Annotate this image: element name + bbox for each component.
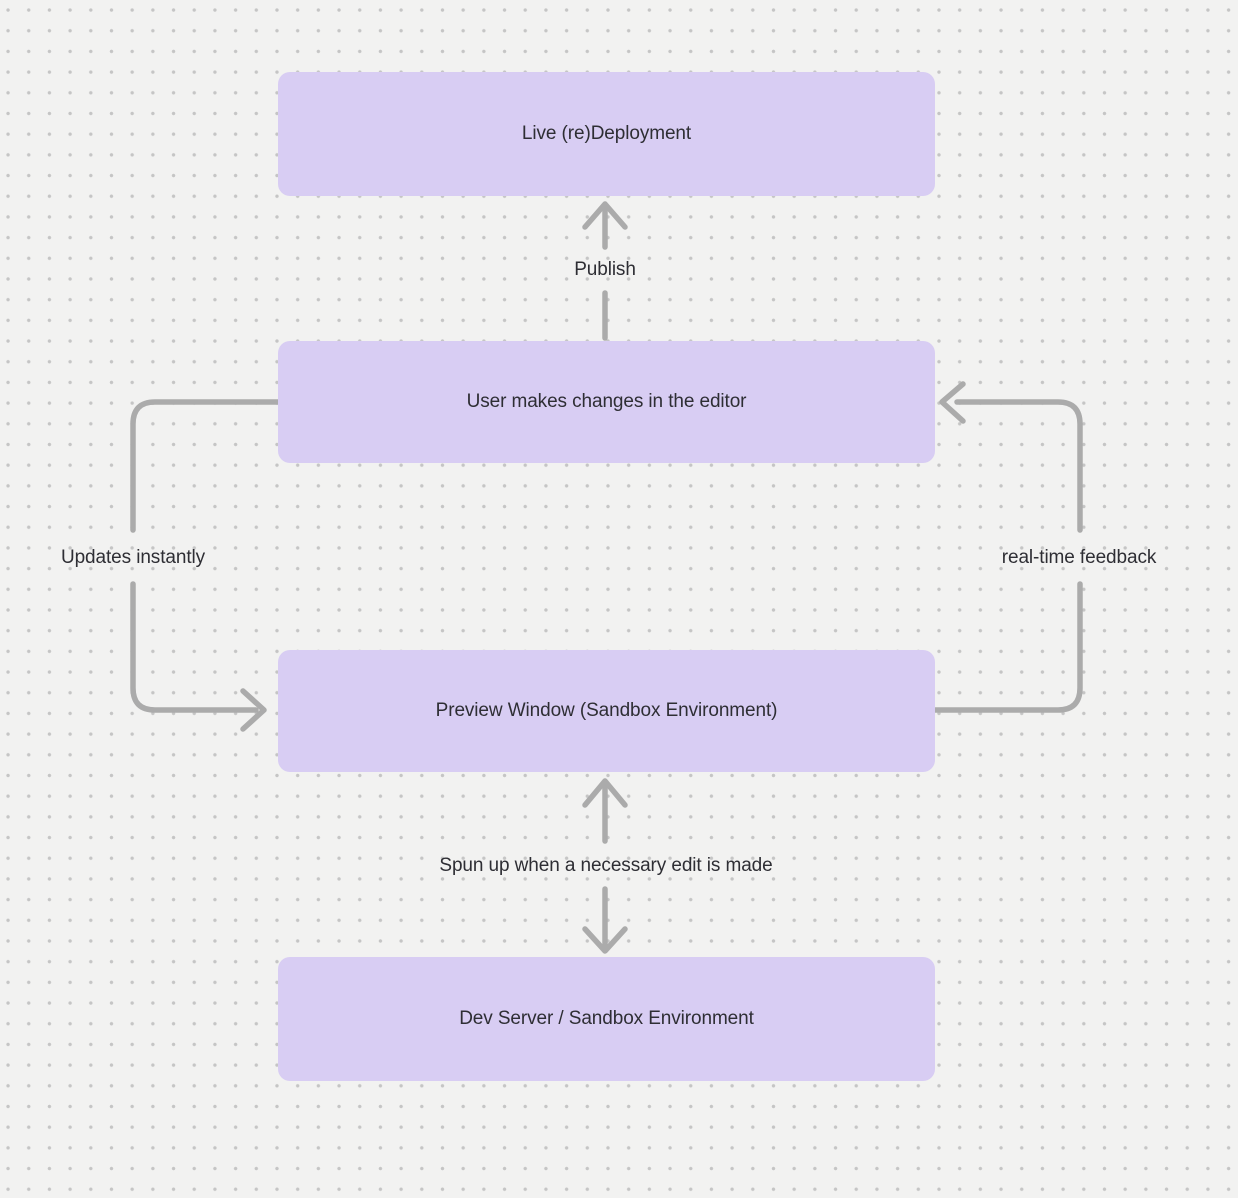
node-user-editor: User makes changes in the editor	[278, 341, 935, 463]
edge-label-spun-up: Spun up when a necessary edit is made	[439, 855, 773, 876]
node-label: Dev Server / Sandbox Environment	[459, 1008, 754, 1029]
edge-label-real-time-feedback: real-time feedback	[1001, 547, 1157, 568]
edge-label-updates-instantly: Updates instantly	[60, 547, 206, 568]
node-label: Preview Window (Sandbox Environment)	[435, 700, 778, 721]
node-label: User makes changes in the editor	[466, 391, 747, 412]
node-live-redeployment: Live (re)Deployment	[278, 72, 935, 196]
node-label: Live (re)Deployment	[521, 123, 692, 144]
node-dev-server: Dev Server / Sandbox Environment	[278, 957, 935, 1081]
edge-label-publish: Publish	[574, 259, 636, 280]
node-preview-window: Preview Window (Sandbox Environment)	[278, 650, 935, 772]
